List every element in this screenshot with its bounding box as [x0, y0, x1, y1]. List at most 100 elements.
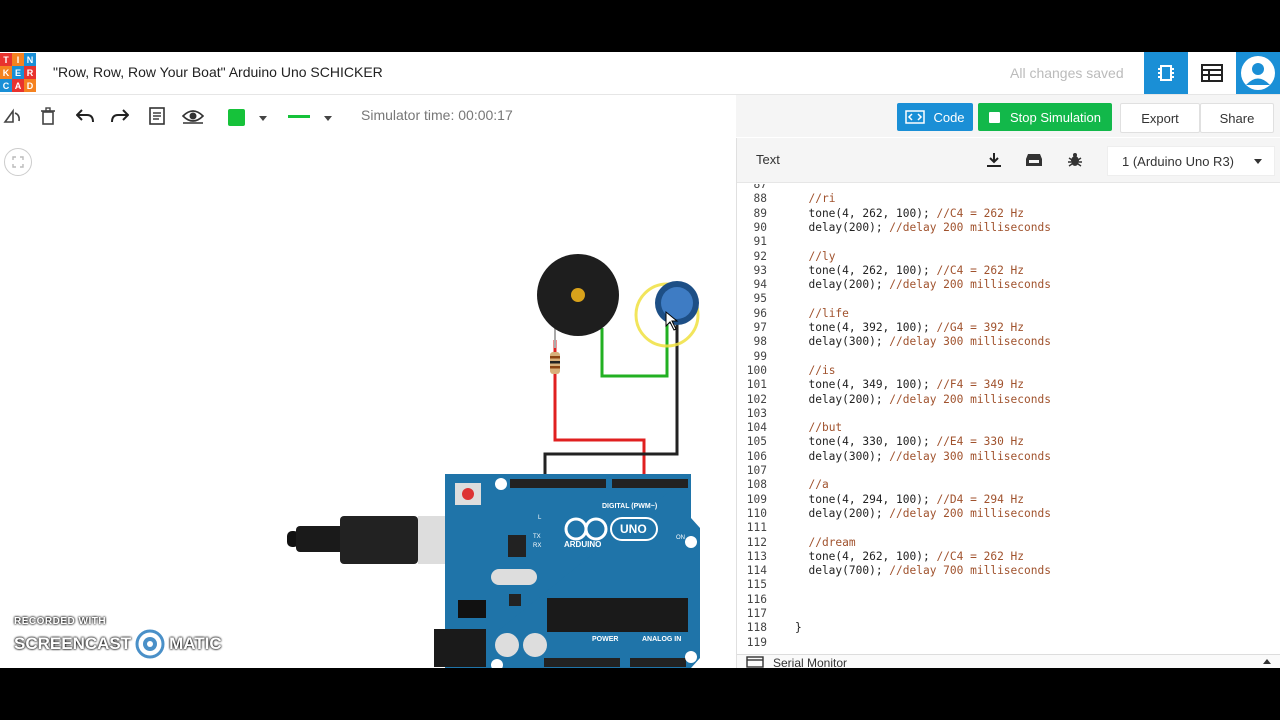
- logo-letter: T: [0, 53, 12, 66]
- code-comment: //delay 700 milliseconds: [889, 564, 1051, 578]
- code-text: delay(200); //delay 200 milliseconds: [795, 392, 1051, 406]
- board-model-label: UNO: [620, 522, 647, 536]
- code-comment: //dream: [808, 535, 856, 549]
- chevron-up-icon[interactable]: [1263, 659, 1271, 664]
- arduino-uno-board[interactable]: [434, 474, 700, 668]
- line-number: 109: [746, 492, 767, 506]
- code-comment: //delay 200 milliseconds: [889, 278, 1051, 292]
- code-statement: }: [795, 621, 802, 635]
- code-text: delay(700); //delay 700 milliseconds: [795, 564, 1051, 578]
- code-text: delay(200); //delay 200 milliseconds: [795, 220, 1051, 234]
- line-number: 112: [746, 535, 767, 549]
- board-brand-label: ARDUINO: [564, 540, 602, 549]
- export-button[interactable]: Export: [1120, 103, 1200, 133]
- wire-type-picker[interactable]: [282, 105, 338, 129]
- code-editor-header: Text 1 (Arduino Uno R3): [737, 138, 1280, 183]
- wire-icon: [288, 115, 310, 118]
- watermark-line1: RECORDED WITH: [14, 616, 107, 627]
- undo-icon[interactable]: [73, 105, 97, 127]
- color-picker[interactable]: [222, 105, 270, 129]
- line-number: 104: [746, 421, 767, 435]
- document-title[interactable]: "Row, Row, Row Your Boat" Arduino Uno SC…: [53, 64, 383, 80]
- user-avatar[interactable]: [1236, 52, 1280, 94]
- code-comment: //C4 = 262 Hz: [936, 263, 1025, 277]
- simulator-time: Simulator time: 00:00:17: [361, 107, 513, 123]
- code-text: //but: [795, 421, 842, 434]
- code-text: delay(200); //delay 200 milliseconds: [795, 506, 1051, 520]
- logo-letter: A: [12, 79, 24, 92]
- circuit-view-button[interactable]: [1144, 52, 1188, 94]
- watermark-line2: SCREENCAST MATIC: [14, 629, 222, 659]
- code-statement: tone(4, 330, 100);: [795, 435, 937, 449]
- code-comment: //C4 = 262 Hz: [936, 549, 1025, 563]
- redo-icon[interactable]: [108, 105, 132, 127]
- logo-letter: D: [24, 79, 36, 92]
- code-text: //life: [795, 307, 848, 320]
- download-icon[interactable]: [983, 150, 1005, 170]
- code-statement: delay(200);: [795, 392, 890, 406]
- serial-monitor-bar[interactable]: Serial Monitor: [737, 654, 1280, 668]
- code-comment: //C4 = 262 Hz: [936, 206, 1025, 220]
- screencast-logo-icon: [135, 629, 165, 659]
- line-number: 99: [753, 349, 767, 363]
- stop-simulation-button[interactable]: Stop Simulation: [978, 103, 1112, 131]
- code-statement: [795, 421, 808, 434]
- usb-cable: [287, 516, 466, 564]
- code-comment: //delay 200 milliseconds: [889, 392, 1051, 406]
- logo-letter: I: [12, 53, 24, 66]
- chevron-down-icon: [324, 116, 332, 121]
- line-number: 111: [746, 521, 767, 535]
- code-comment: //a: [808, 478, 829, 492]
- line-number: 89: [753, 206, 767, 220]
- code-statement: [795, 307, 808, 320]
- debugger-icon[interactable]: [1064, 150, 1086, 170]
- l-led-label: L: [538, 515, 542, 521]
- notes-icon[interactable]: [145, 105, 169, 127]
- library-icon[interactable]: [1023, 150, 1045, 170]
- code-comment: //delay 200 milliseconds: [889, 220, 1051, 234]
- code-text: //a: [795, 478, 829, 492]
- code-comment: //delay 200 milliseconds: [889, 506, 1051, 520]
- code-statement: delay(200);: [795, 506, 890, 520]
- rx-led-label: RX: [533, 543, 542, 549]
- line-number: 113: [746, 549, 767, 563]
- code-icon: [905, 110, 926, 124]
- line-number: 97: [753, 321, 767, 334]
- rotate-icon[interactable]: [1, 105, 25, 127]
- code-statement: delay(200);: [795, 220, 890, 234]
- code-comment: //delay 300 milliseconds: [889, 449, 1051, 463]
- tx-led-label: TX: [533, 534, 541, 540]
- action-bar: Code Stop Simulation Export Share: [736, 95, 1280, 137]
- code-statement: tone(4, 262, 100);: [795, 206, 937, 220]
- device-select[interactable]: 1 (Arduino Uno R3): [1107, 146, 1275, 176]
- code-comment: //F4 = 349 Hz: [936, 378, 1025, 392]
- visibility-icon[interactable]: [181, 105, 205, 127]
- code-statement: delay(300);: [795, 335, 890, 349]
- line-number: 90: [753, 220, 767, 234]
- user-icon: [1241, 56, 1275, 90]
- editor-mode-select[interactable]: Text: [756, 152, 780, 167]
- piezo-buzzer[interactable]: [537, 254, 619, 336]
- code-text: //is: [795, 364, 835, 377]
- black-wire: [543, 298, 679, 483]
- line-number: 106: [746, 449, 767, 463]
- circuit-canvas[interactable]: ARDUINO UNO DIGITAL (PWM~) POWER ANALOG …: [0, 138, 736, 668]
- logo-letter: K: [0, 66, 12, 79]
- trash-icon[interactable]: [36, 105, 60, 127]
- share-button[interactable]: Share: [1200, 103, 1274, 133]
- code-button[interactable]: Code: [897, 103, 973, 131]
- red-wire: [553, 340, 646, 488]
- line-number: 117: [746, 607, 767, 620]
- watermark-brand-b: MATIC: [169, 634, 222, 653]
- potentiometer[interactable]: [634, 281, 700, 348]
- fit-view-button[interactable]: [4, 148, 32, 176]
- line-number: 92: [753, 249, 767, 263]
- line-number: 101: [746, 378, 767, 392]
- component-list-button[interactable]: [1190, 52, 1234, 94]
- code-comment: //delay 300 milliseconds: [889, 335, 1051, 349]
- code-text: tone(4, 294, 100); //D4 = 294 Hz: [795, 493, 1024, 506]
- circuit-diagram: [287, 254, 700, 668]
